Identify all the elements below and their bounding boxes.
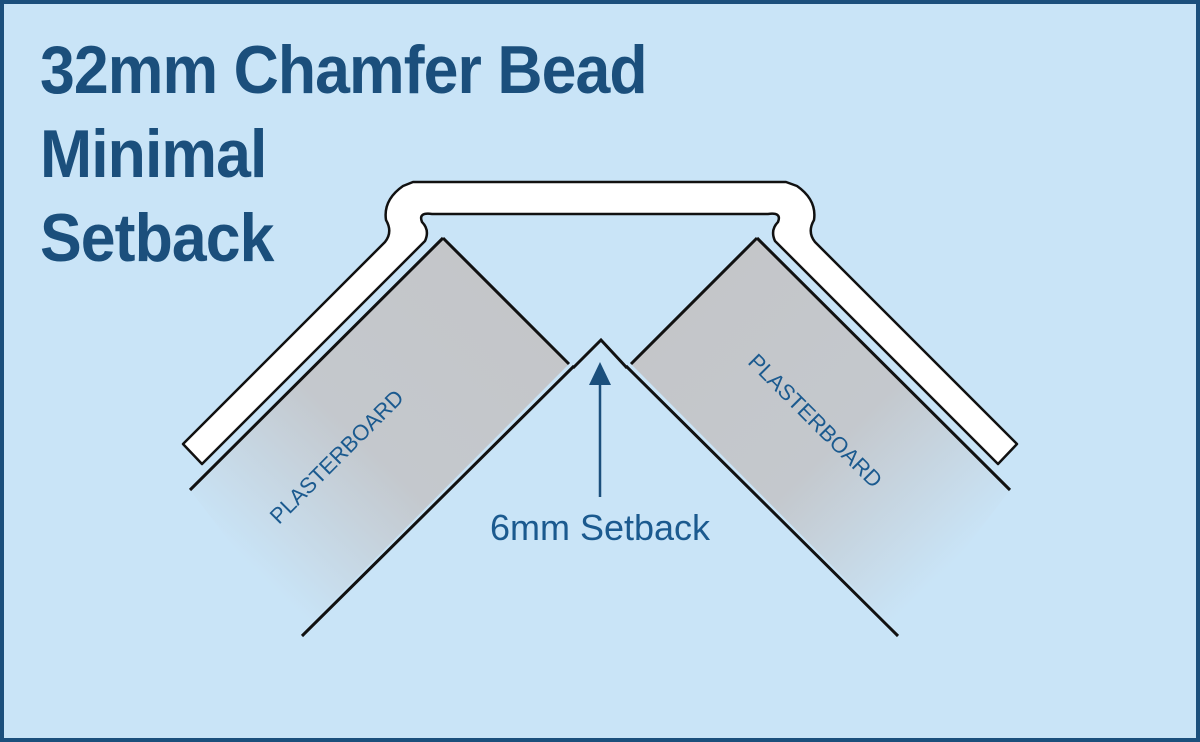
- right-board-edge-lines: [624, 236, 1012, 638]
- left-plasterboard: [190, 238, 569, 634]
- title-line-3: Setback: [40, 200, 274, 276]
- page-title: 32mm Chamfer Bead Minimal Setback: [40, 28, 648, 280]
- chamfer-bead-profile: [181, 180, 1019, 466]
- title-line-1: 32mm Chamfer Bead: [40, 32, 648, 108]
- title-line-2: Minimal: [40, 116, 267, 192]
- right-plasterboard: [631, 238, 1010, 634]
- corner-apex-lines: [571, 337, 629, 370]
- setback-label: 6mm Setback: [490, 507, 711, 548]
- left-board-edge-lines: [188, 236, 576, 638]
- setback-arrow-head: [589, 362, 611, 385]
